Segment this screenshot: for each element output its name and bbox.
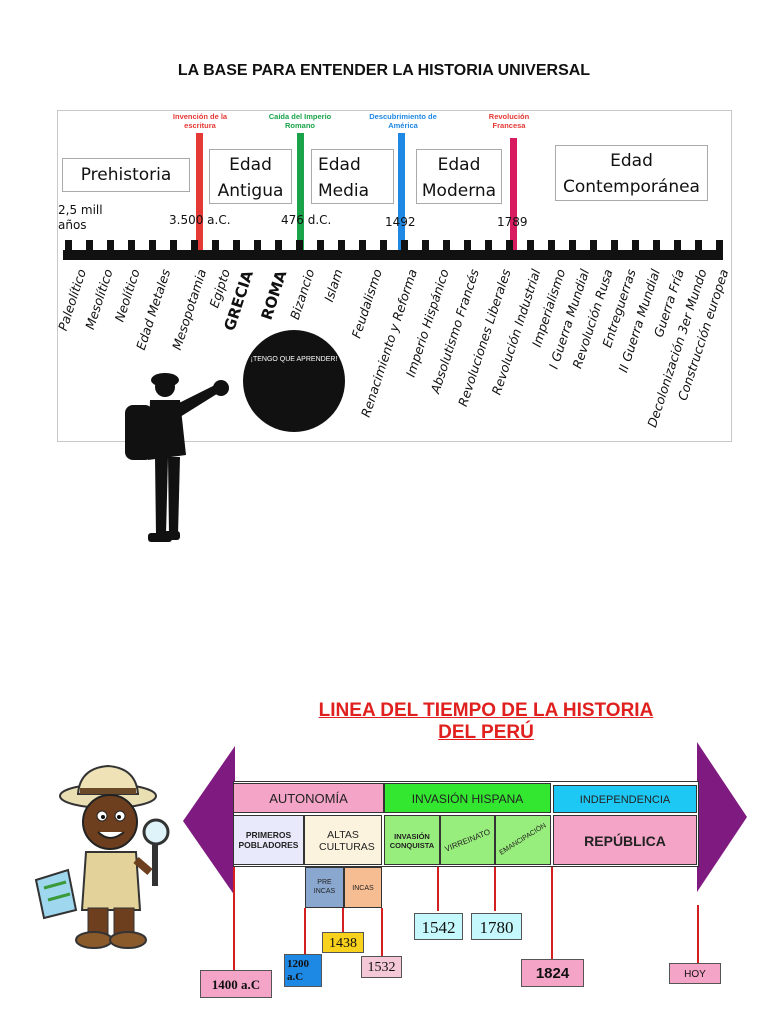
timeline-tick: [359, 240, 366, 252]
timeline-tick: [338, 240, 345, 252]
explorer-kid-illustration: [34, 764, 170, 949]
date-3500: 3.500 a.C.: [169, 213, 231, 227]
timeline-tick: [86, 240, 93, 252]
era-prehistoria: Prehistoria: [62, 158, 190, 192]
timeline-tick: [422, 240, 429, 252]
era-moderna: Edad Moderna: [416, 149, 502, 204]
timeline-tick: [506, 240, 513, 252]
date-1400ac: 1400 a.C: [200, 970, 272, 998]
line-hoy: [697, 905, 699, 963]
sub-incas: INCAS: [344, 867, 382, 908]
timeline-tick: [233, 240, 240, 252]
bar-roma: [297, 133, 304, 253]
date-2-5-mill: 2,5 mill años: [58, 203, 103, 232]
header-autonomia: AUTONOMÍA: [233, 783, 384, 813]
date-1532: 1532: [361, 956, 402, 978]
line-1542: [437, 867, 439, 911]
universal-timeline-axis: [63, 250, 723, 260]
sub-pre-incas: PRE INCAS: [305, 867, 344, 908]
timeline-tick: [464, 240, 471, 252]
timeline-tick: [485, 240, 492, 252]
page-title: LA BASE PARA ENTENDER LA HISTORIA UNIVER…: [177, 62, 591, 79]
event-descubrimiento: Descubrimiento de América: [369, 112, 437, 130]
timeline-tick: [527, 240, 534, 252]
event-revolucion-francesa: Revolución Francesa: [488, 112, 530, 130]
header-independencia: INDEPENDENCIA: [553, 785, 697, 813]
timeline-tick: [317, 240, 324, 252]
timeline-tick: [611, 240, 618, 252]
date-1492: 1492: [385, 215, 416, 229]
explorer-silhouette: [125, 373, 229, 542]
event-caida-roma: Caída del Imperio Romano: [268, 112, 332, 130]
era-antigua: Edad Antigua: [209, 149, 292, 204]
line-1200: [304, 908, 306, 954]
line-1824: [551, 867, 553, 959]
line-1780: [494, 867, 496, 911]
timeline-tick: [275, 240, 282, 252]
timeline-tick: [380, 240, 387, 252]
timeline-tick: [695, 240, 702, 252]
timeline-tick: [401, 240, 408, 252]
peru-title: LINEA DEL TIEMPO DE LA HISTORIA DEL PERÚ: [318, 700, 654, 743]
date-1542: 1542: [414, 913, 463, 940]
peru-left-arrow: [183, 746, 235, 896]
timeline-tick: [170, 240, 177, 252]
timeline-tick: [128, 240, 135, 252]
sub-virreinato: VIRREINATO: [440, 815, 495, 865]
bar-escritura: [196, 133, 203, 253]
timeline-tick: [254, 240, 261, 252]
date-476: 476 d.C.: [281, 213, 332, 227]
speech-bubble: ¡TENGO QUE APRENDER!: [243, 330, 345, 432]
line-1532: [381, 908, 383, 956]
era-contemporanea: Edad Contemporánea: [555, 145, 708, 201]
era-media: Edad Media: [311, 149, 394, 204]
sub-altas-culturas: ALTAS CULTURAS: [304, 815, 382, 865]
date-hoy: HOY: [669, 963, 721, 984]
timeline-tick: [548, 240, 555, 252]
timeline-tick: [590, 240, 597, 252]
bar-america: [398, 133, 405, 253]
sub-primeros-pobladores: PRIMEROS POBLADORES: [233, 815, 304, 865]
timeline-tick: [149, 240, 156, 252]
timeline-tick: [653, 240, 660, 252]
event-escritura: Invención de la escritura: [172, 112, 228, 130]
timeline-tick: [296, 240, 303, 252]
timeline-tick: [443, 240, 450, 252]
date-1780: 1780: [471, 913, 522, 940]
line-1438: [342, 908, 344, 932]
timeline-tick: [716, 240, 723, 252]
peru-right-arrow: [697, 742, 747, 892]
timeline-tick: [632, 240, 639, 252]
header-invasion-hispana: INVASIÓN HISPANA: [384, 783, 551, 813]
timeline-tick: [107, 240, 114, 252]
date-1824: 1824: [521, 959, 584, 987]
line-1400: [233, 867, 235, 970]
timeline-tick: [674, 240, 681, 252]
sub-invasion-conquista: INVASIÓN CONQUISTA: [384, 815, 440, 865]
date-1789: 1789: [497, 215, 528, 229]
date-1438: 1438: [322, 932, 364, 953]
timeline-tick: [569, 240, 576, 252]
timeline-tick: [191, 240, 198, 252]
bar-revolucion: [510, 138, 517, 253]
sub-republica: REPÚBLICA: [553, 815, 697, 865]
timeline-tick: [212, 240, 219, 252]
timeline-tick: [65, 240, 72, 252]
sub-emancipacion: EMANCIPACIÓN: [495, 815, 551, 865]
date-1200ac: 1200 a.C: [284, 954, 322, 987]
